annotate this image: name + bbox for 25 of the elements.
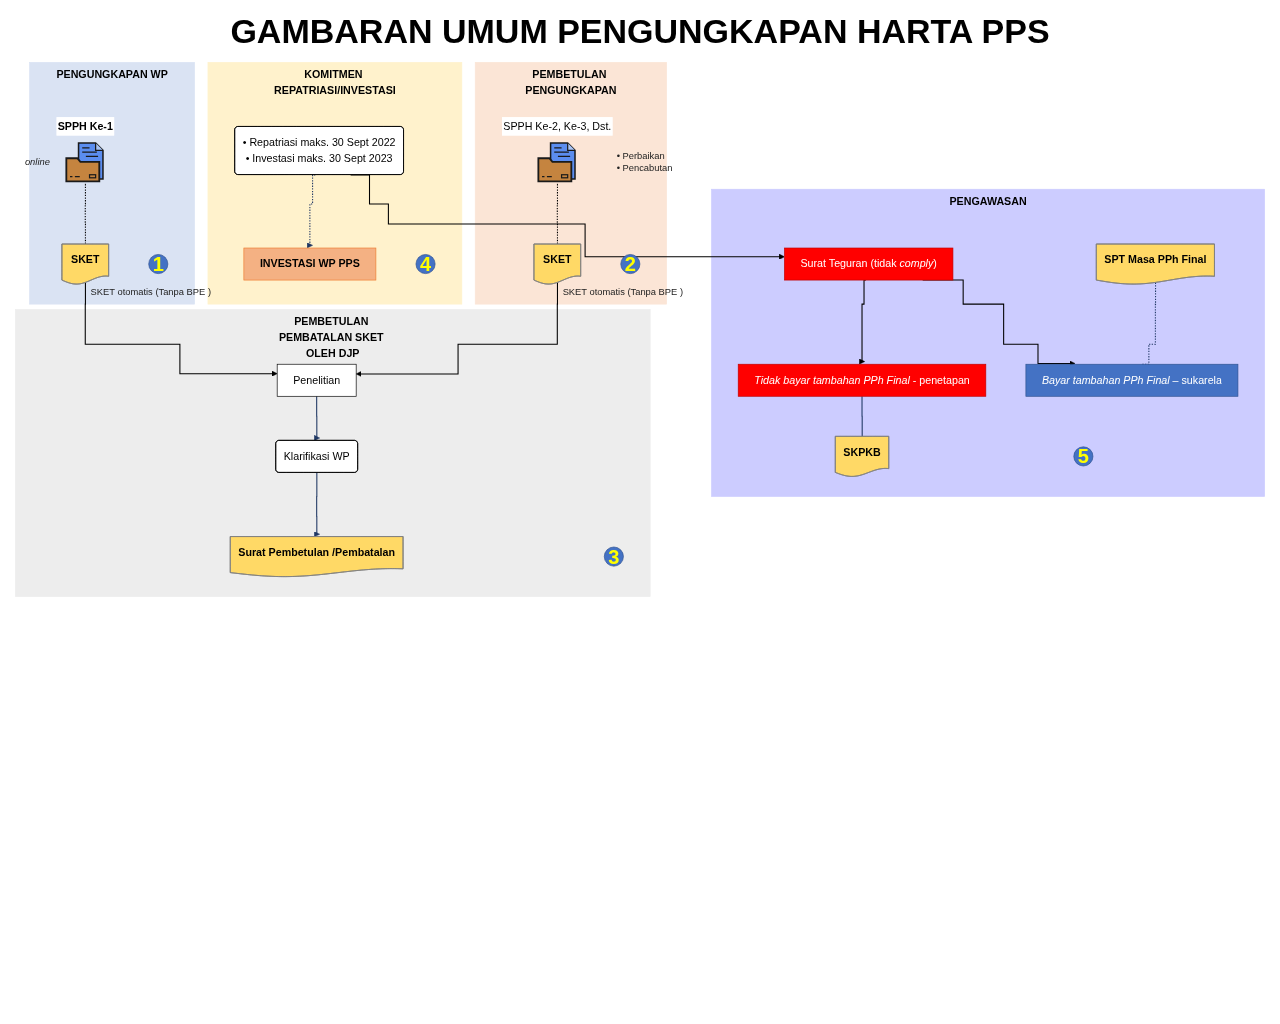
arrow [355,282,559,377]
arrow [84,282,278,377]
arrow [306,174,316,249]
node-circle: 4 [415,254,436,274]
beside-text: SKET otomatis (Tanpa BPE ) [90,285,211,298]
node-box: INVESTASI WP PPS [243,247,377,281]
node-circle: 2 [620,254,641,274]
connector [84,183,87,245]
node-circle: 3 [603,546,624,567]
beside-text: SKET otomatis (Tanpa BPE ) [562,285,684,298]
beside-text: online [24,155,50,168]
node-box: Surat Teguran (tidak comply) [784,247,954,281]
arrow [859,279,867,365]
arrow [314,472,320,538]
node-box: Tidak bayar tambahan PPh Final - penetapan [737,363,987,397]
connector [556,183,559,245]
beside-text: • Pencabutan [616,162,673,175]
title: GAMBARAN UMUM PENGUNGKAPAN HARTA PPS [230,12,1050,51]
node-circle: 1 [148,254,169,274]
node-circle: 5 [1073,446,1094,467]
node-box: Penelitian [276,363,357,397]
beside-text: • Perbaikan [616,149,665,162]
node-box: Bayar tambahan PPh Final – sukarela [1025,363,1239,397]
arrow [314,395,320,441]
connector [861,395,863,438]
